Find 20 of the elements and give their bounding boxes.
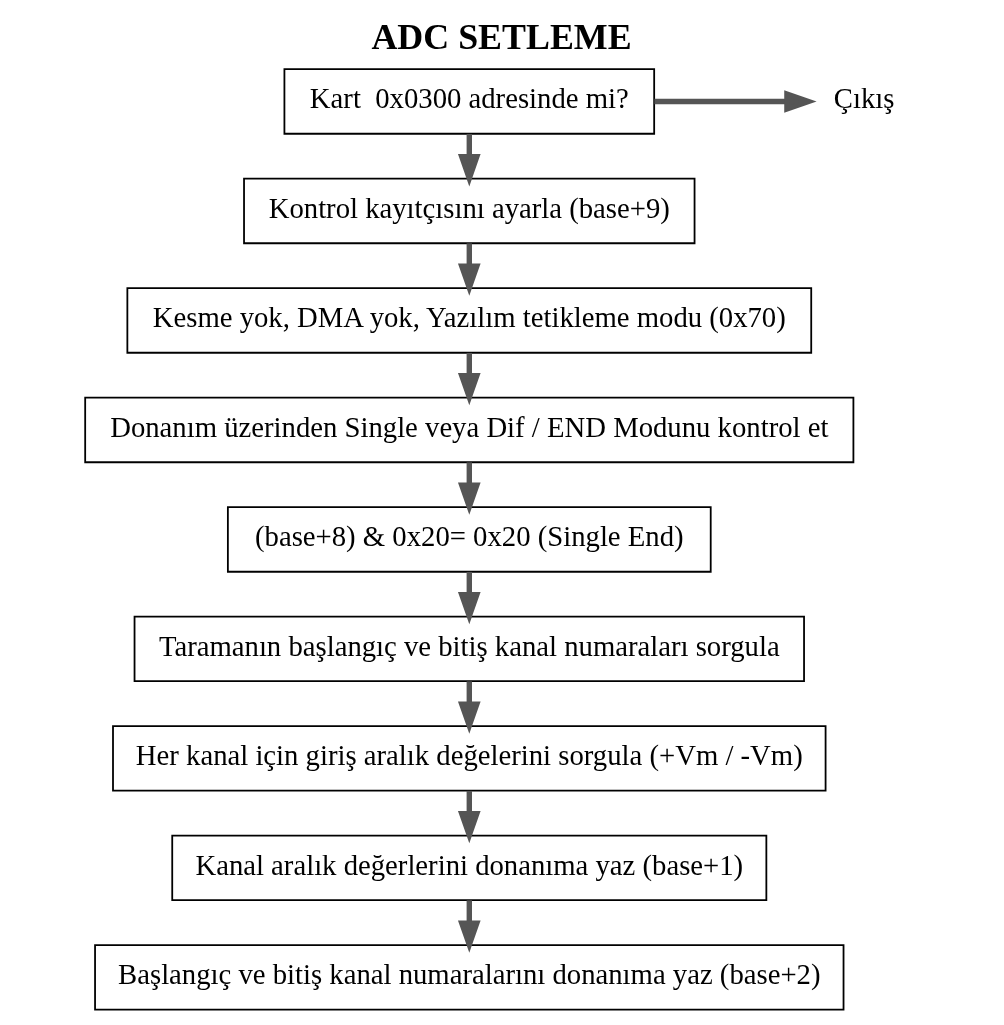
node-box: Kart 0x0300 adresinde mi? — [283, 68, 655, 135]
node-text: Çıkış — [833, 82, 894, 115]
arrow — [457, 681, 481, 734]
node-box: (base+8) & 0x20= 0x20 (Single End) — [226, 506, 712, 573]
arrow — [457, 462, 481, 515]
arrow — [457, 790, 481, 844]
node-box: Donanım üzerinden Single veya Dif / END Modunu kontrol et — [83, 396, 854, 464]
diagram-title: ADC SETLEME — [370, 17, 632, 58]
arrow — [457, 352, 481, 406]
arrow — [653, 90, 817, 113]
node-box: Her kanal için giriş aralık değelerini sorgula (+Vm / -Vm) — [111, 725, 826, 792]
arrow — [457, 243, 481, 296]
node-box: Taramanın başlangıç ve bitiş kanal numaraları sorgula — [133, 615, 805, 683]
arrow — [457, 900, 481, 953]
arrow — [457, 133, 481, 187]
node-box: Kesme yok, DMA yok, Yazılım tetikleme modu (0x70) — [125, 287, 812, 354]
arrow — [457, 571, 481, 625]
node-box: Başlangıç ve bitiş kanal numaralarını donanıma yaz (base+2) — [93, 944, 844, 1011]
node-box: Kanal aralık değerlerini donanıma yaz (base+1) — [170, 834, 767, 902]
node-box: Kontrol kayıtçısını ayarla (base+9) — [242, 177, 695, 245]
